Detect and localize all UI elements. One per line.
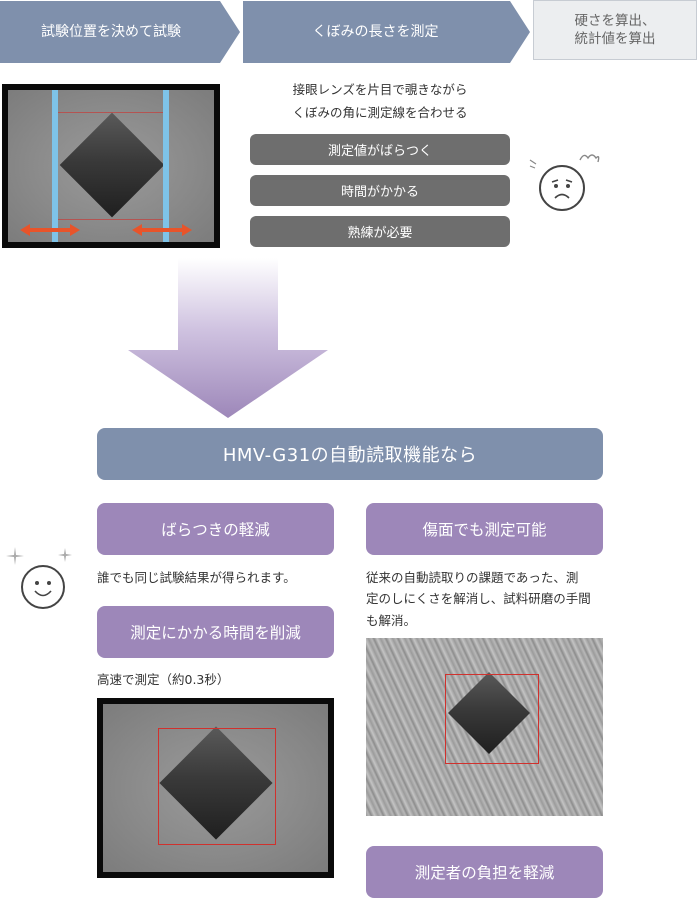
benefit-burden-title: 測定者の負担を軽減 [366,846,603,898]
happy-face-icon [21,565,65,609]
left-guide-line [52,90,58,242]
benefit-burden-title-label: 測定者の負担を軽減 [414,864,555,882]
manual-description-line1: 接眼レンズを片目で覗きながら [292,82,468,97]
benefit-variation-title-label: ばらつきの軽減 [161,521,270,539]
benefit-time-text: 高速で測定（約0.3秒） [97,672,230,687]
double-arrow-icon [132,224,192,236]
troubled-face-icon [539,165,585,211]
sparkle-icon [58,548,72,562]
manual-description-line2: くぼみの角に測定線を合わせる [292,105,468,120]
double-arrow-icon [20,224,80,236]
scratched-surface-image [366,638,603,816]
problem-time-label: 時間がかかる [340,185,419,200]
benefit-scratched-text-line2: 定のしにくさを解消し、試料研磨の手間 [366,591,591,607]
benefit-scratched-text: 従来の自動読取りの課題であった、測 定のしにくさを解消し、試料研磨の手間 も解消… [366,567,591,631]
benefit-variation-title: ばらつきの軽減 [97,503,334,555]
benefit-scratched-text-line3: も解消。 [366,612,417,628]
benefit-variation-text: 誰でも同じ試験結果が得られます。 [97,570,296,585]
down-arrow-icon [128,258,328,418]
process-step-1: 試験位置を決めて試験 [0,1,240,63]
process-step-3: 硬さを算出、 統計値を算出 [533,0,697,60]
problem-skill-label: 熟練が必要 [347,226,413,241]
problem-variation-label: 測定値がばらつく [327,144,432,159]
sparkle-icon [6,547,24,565]
auto-read-banner: HMV-G31の自動読取機能なら [97,428,603,480]
process-step-2: くぼみの長さを測定 [243,1,530,63]
process-step-3-label-line1: 硬さを算出、 [574,12,656,29]
problem-time: 時間がかかる [250,175,510,206]
process-step-1-label: 試験位置を決めて試験 [41,23,181,40]
benefit-scratched-text-line1: 従来の自動読取りの課題であった、測 [366,570,579,585]
process-step-2-label: くぼみの長さを測定 [312,23,439,40]
auto-read-banner-label: HMV-G31の自動読取機能なら [222,445,478,466]
manual-measurement-image [2,84,220,248]
process-step-3-label-line2: 統計値を算出 [574,31,656,47]
benefit-scratched-title-label: 傷面でも測定可能 [422,521,547,539]
benefit-time-title-label: 測定にかかる時間を削減 [130,624,301,642]
sweat-icon [529,159,537,169]
problem-skill: 熟練が必要 [250,216,510,247]
swirl-icon [579,154,600,163]
auto-measurement-image [97,698,334,878]
measure-box [56,112,166,220]
auto-measure-box [445,674,539,764]
problem-variation: 測定値がばらつく [250,134,510,165]
benefit-time-title: 測定にかかる時間を削減 [97,606,334,658]
right-guide-line [163,90,169,242]
benefit-scratched-title: 傷面でも測定可能 [366,503,603,555]
auto-measure-box [158,728,276,845]
